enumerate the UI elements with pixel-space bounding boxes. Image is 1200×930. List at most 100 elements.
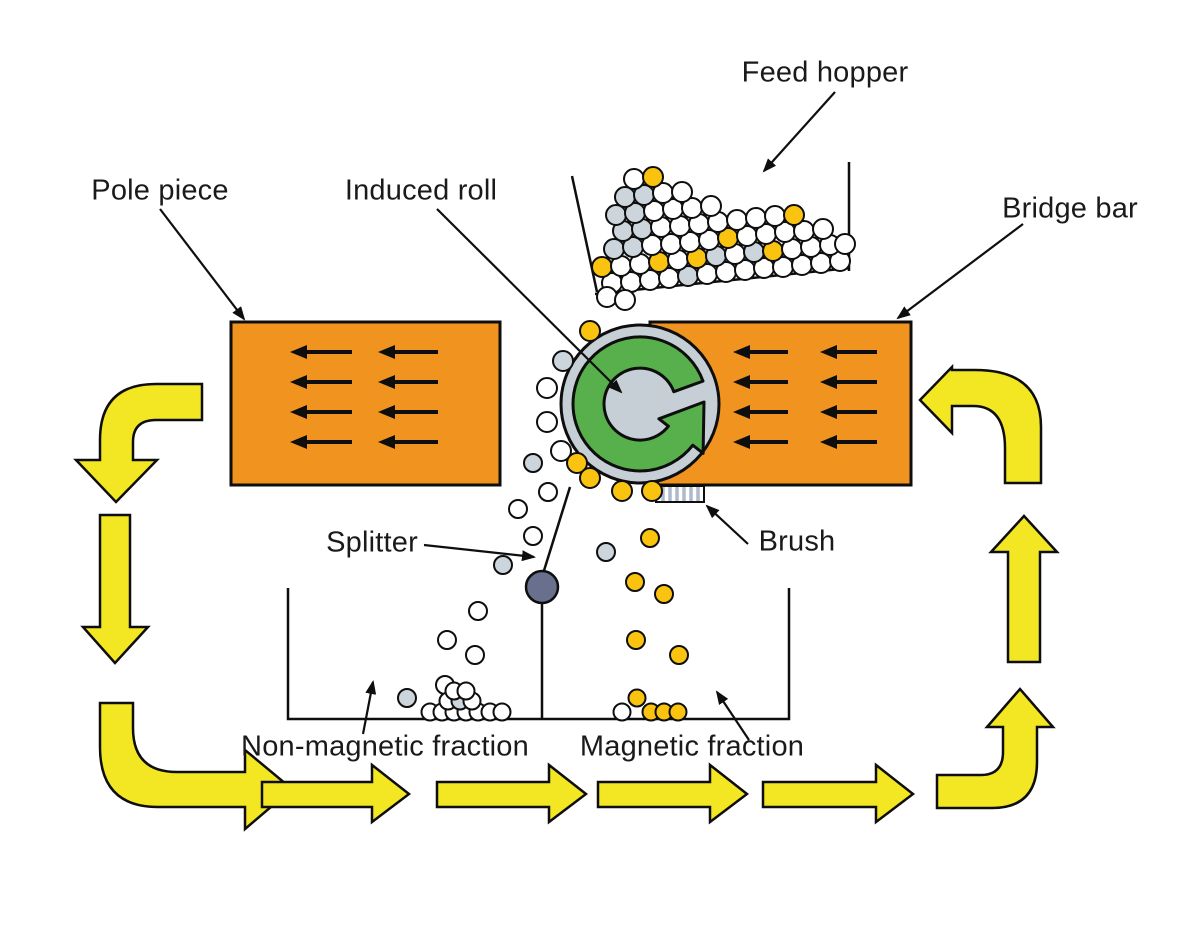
bridge-field-arrowhead — [733, 375, 750, 389]
hopper-particle — [614, 186, 636, 208]
flux-arrow-bottom-2 — [435, 762, 589, 825]
pole-field-arrowhead — [378, 405, 395, 419]
right-stream-particle — [625, 572, 645, 592]
hopper-particle — [726, 209, 748, 231]
left-stream-particle — [523, 453, 543, 473]
bridge-field-arrowhead — [733, 405, 750, 419]
label-feed-hopper: Feed hopper — [741, 56, 909, 89]
hopper-particle — [812, 218, 834, 240]
right-stream-particle — [654, 584, 674, 604]
hopper-particle — [783, 204, 805, 226]
left-stream-particle — [508, 499, 528, 519]
right-stream-particle — [669, 645, 689, 665]
hopper-particle — [764, 205, 786, 227]
pole-field-arrowhead — [290, 375, 307, 389]
roll-rotation-arrow — [571, 335, 706, 473]
label-bridge-bar: Bridge bar — [1002, 192, 1138, 225]
hopper-particle — [605, 204, 627, 226]
right-pile-particle — [627, 688, 647, 708]
magnetic-pointer — [715, 690, 750, 741]
left-stream-particle — [538, 482, 558, 502]
label-splitter: Splitter — [326, 526, 418, 559]
splitter-blade — [540, 486, 572, 578]
hopper-particle — [671, 181, 693, 203]
roll-rim-particle — [536, 411, 558, 433]
induced-roll-pointer — [436, 208, 623, 394]
hopper-particle — [623, 168, 645, 190]
flux-arrow-right-up — [988, 514, 1060, 664]
right-stream-particle — [596, 542, 616, 562]
feed-hopper-pointer — [762, 91, 836, 173]
splitter-pointer — [423, 543, 536, 562]
left-stream-particle — [468, 601, 488, 621]
pole-field-arrowhead — [378, 435, 395, 449]
pole-field-arrowhead — [378, 345, 395, 359]
collection-bins — [286, 588, 791, 721]
flux-arrow-bottom-4 — [761, 762, 916, 825]
brush-pointer — [705, 504, 749, 545]
flux-circuit-arrows — [73, 363, 1060, 832]
label-pole-piece: Pole piece — [91, 174, 229, 207]
bridge-field-arrowhead — [820, 435, 837, 449]
hopper-particle — [596, 286, 618, 308]
flux-arrow-bottom-3 — [596, 762, 750, 825]
flux-arrow-left-bottom-curve — [98, 701, 294, 832]
flux-arrow-bottom-1 — [260, 762, 412, 825]
label-induced-roll: Induced roll — [344, 174, 498, 207]
field-arrows-group — [290, 345, 877, 449]
splitter-ball — [524, 569, 560, 605]
left-stream-particle — [465, 645, 485, 665]
roll-rim-particle — [550, 440, 572, 462]
flux-arrow-right-bottom-curve — [935, 687, 1056, 810]
hopper-particle — [603, 238, 625, 260]
hopper-left-wall — [570, 175, 599, 293]
brush-element — [655, 485, 705, 503]
roll-rim-particle — [566, 452, 588, 474]
right-stream-particle — [626, 630, 646, 650]
left-pile-particle — [456, 681, 476, 701]
pole-field-arrowhead — [290, 405, 307, 419]
pole-field-arrowhead — [378, 375, 395, 389]
roll-rim-particle — [611, 480, 633, 502]
bridge-field-arrowhead — [820, 405, 837, 419]
brush-bristles — [661, 487, 700, 501]
pole-field-arrowhead — [290, 345, 307, 359]
bridge-field-arrowhead — [733, 345, 750, 359]
label-non-magnetic-fraction: Non-magnetic fraction — [241, 730, 529, 763]
right-pile-particle — [612, 702, 632, 722]
bin-outline — [286, 588, 791, 721]
left-stream-particle — [397, 688, 417, 708]
hopper-particle — [834, 233, 856, 255]
label-magnetic-fraction: Magnetic fraction — [579, 730, 805, 763]
hopper-particle — [614, 289, 636, 311]
label-brush: Brush — [758, 525, 836, 558]
roll-rim-particle — [579, 320, 601, 342]
non-magnetic-pointer — [361, 680, 377, 735]
flux-arrow-left-down — [80, 513, 151, 665]
bridge-field-arrowhead — [733, 435, 750, 449]
left-stream-particle — [523, 526, 543, 546]
pole-piece-block — [229, 320, 502, 487]
left-stream-particle — [493, 555, 513, 575]
roll-rim-particle — [536, 377, 558, 399]
pole-piece-pointer — [159, 208, 246, 321]
flux-arrow-left-top-curve — [73, 382, 204, 504]
hopper-particle — [700, 195, 722, 217]
bridge-field-arrowhead — [820, 345, 837, 359]
bridge-field-arrowhead — [820, 375, 837, 389]
roll-rim-particle — [552, 350, 574, 372]
hopper-particle — [591, 256, 613, 278]
splitter-element — [524, 486, 572, 719]
right-stream-particle — [640, 528, 660, 548]
induced-roll-element — [559, 323, 721, 485]
hopper-particle — [642, 166, 664, 188]
left-pile-particle — [492, 702, 512, 722]
particles-group — [397, 166, 856, 722]
pole-field-arrowhead — [290, 435, 307, 449]
roll-rim-particle — [579, 467, 601, 489]
roll-rim-particle — [641, 480, 663, 502]
bridge-bar-pointer — [896, 223, 1024, 320]
label-pointers-group — [159, 91, 1024, 741]
